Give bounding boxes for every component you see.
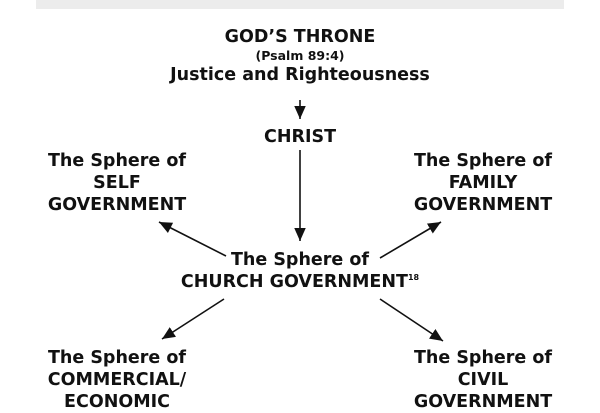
commercial-line2: COMMERCIAL/	[47, 370, 187, 390]
family-line1: The Sphere of	[413, 151, 553, 171]
self-line1: The Sphere of	[47, 151, 187, 171]
throne-subtitle: Justice and Righteousness	[170, 65, 430, 85]
throne-node: GOD’S THRONE (Psalm 89:4) Justice and Ri…	[150, 26, 450, 86]
commercial-line3: ECONOMIC	[64, 392, 170, 412]
commercial-line1: The Sphere of	[47, 348, 187, 368]
family-line3: GOVERNMENT	[413, 195, 553, 215]
throne-reference: (Psalm 89:4)	[255, 48, 345, 63]
self-line2: SELF	[93, 173, 141, 193]
arrow-to-civil	[379, 298, 444, 342]
christ-node: CHRIST	[263, 127, 337, 147]
civil-node: The Sphere of CIVIL GOVERNMENT	[388, 347, 578, 413]
civil-line2: CIVIL	[457, 370, 509, 390]
arrow-to-self	[158, 221, 227, 257]
arrow-to-commercial	[161, 298, 225, 340]
church-line1: The Sphere of	[230, 250, 370, 270]
family-line2: FAMILY	[448, 173, 518, 193]
family-node: The Sphere of FAMILY GOVERNMENT	[388, 150, 578, 216]
self-line3: GOVERNMENT	[47, 195, 187, 215]
church-footnote: 18	[407, 273, 420, 282]
arrow-to-family	[379, 221, 442, 259]
self-node: The Sphere of SELF GOVERNMENT	[22, 150, 212, 216]
church-node: The Sphere of CHURCH GOVERNMENT18	[140, 249, 460, 293]
church-name: CHURCH GOVERNMENT	[180, 272, 408, 292]
connector-arrows	[158, 100, 444, 342]
throne-title: GOD’S THRONE	[224, 27, 376, 47]
civil-line3: GOVERNMENT	[413, 392, 553, 412]
header-band	[36, 0, 564, 9]
commercial-node: The Sphere of COMMERCIAL/ ECONOMIC	[22, 347, 212, 413]
civil-line1: The Sphere of	[413, 348, 553, 368]
church-line2: CHURCH GOVERNMENT18	[140, 271, 460, 293]
